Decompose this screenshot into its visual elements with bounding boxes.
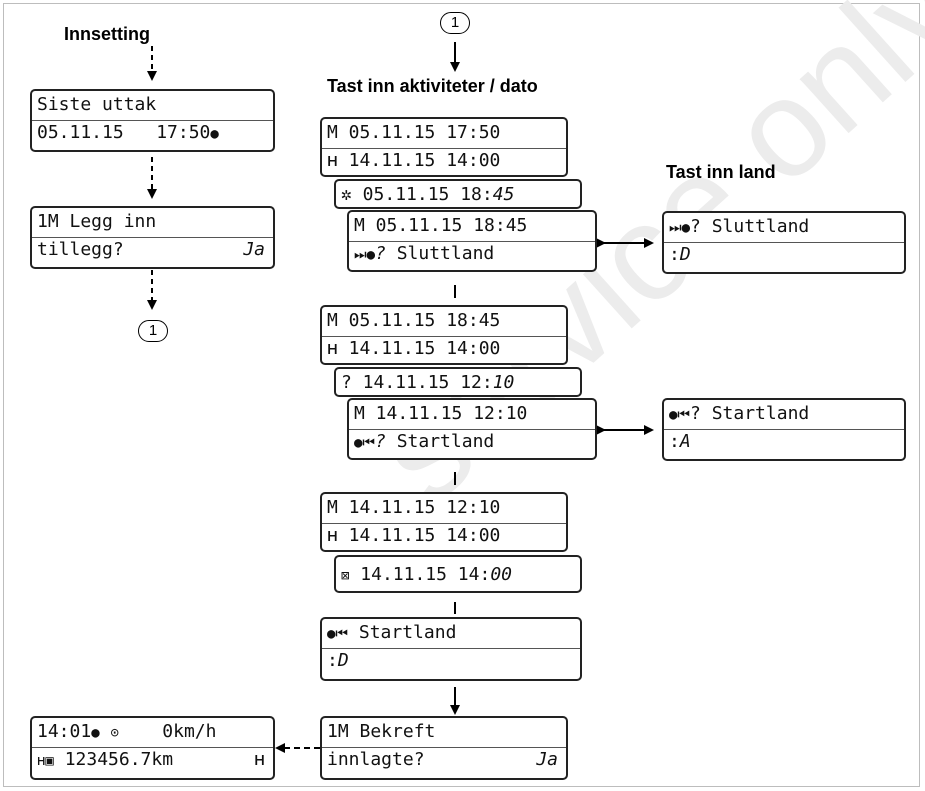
lcd-line: M 05.11.15 18:45 [327,310,501,331]
lcd-line: :D [669,244,691,265]
lcd-line: ? 14.11.15 12:10 [341,372,514,394]
lcd-line: M 14.11.15 12:10 [327,497,501,518]
rest-icon: ʜ [327,525,338,546]
lcd-text: 05.11.15 17:50 [37,122,211,143]
lcd-text: 14.11.15 14:00 [337,338,501,359]
lcd-time: 14:01 [37,721,92,742]
lcd-line: Siste uttak [37,94,157,115]
lcd-line: ʜ 14.11.15 14:00 [327,525,500,547]
lcd-line: ⏭●? Sluttland [669,216,809,239]
lcd-legg-inn-tillegg: 1M Legg inn tillegg? Ja [30,206,275,269]
lcd-answer: Ja [536,749,558,770]
lcd-line: ʜ▣ 123456.7km [37,749,173,772]
heading-tast-inn-land: Tast inn land [666,162,776,182]
dot-icon: ● [91,725,100,741]
lcd-italic: ? [375,243,386,264]
lcd-italic: 45 [492,184,515,205]
lcd-italic: D [337,650,349,671]
lcd-text: 14.11.15 14:00 [337,525,501,546]
lcd-text: 14.11.15 14: [349,564,491,585]
lcd-text: ? Sluttland [690,216,810,237]
lcd-line: 05.11.15 17:50● [37,122,219,145]
rest-icon: ʜ [327,338,338,359]
lcd-line: ⊠ 14.11.15 14:00 [341,564,512,587]
lcd-line: M 05.11.15 17:50 [327,122,501,143]
lcd-line: innlagte? [327,749,425,770]
lcd-line: ʜ 14.11.15 14:00 [327,150,500,172]
end-country-icon: ⏭● [669,220,691,236]
lcd-text: 05.11.15 18: [351,184,493,205]
lcd-startland-right: ●⏮? Startland :A [662,398,906,461]
rest-icon: ʜ [254,749,265,770]
lcd-italic: 10 [492,372,515,393]
lcd-line: ✲ 05.11.15 18:45 [341,184,514,206]
lcd-text: Startland [348,622,457,643]
lcd-line: M 05.11.15 18:45 [354,215,528,236]
lcd-italic: 00 [490,564,513,585]
lcd-group1-c: M 05.11.15 18:45 ⏭●? Sluttland [347,210,597,272]
lcd-text: 14.11.15 14:00 [337,150,501,171]
lcd-line: 14:01● ⊙ 0km/h [37,721,216,744]
lcd-italic: A [679,431,691,452]
asterisk-icon: ✲ [341,184,352,205]
lcd-bekreft: 1M Bekreft innlagte? Ja [320,716,568,780]
diagram-frame [3,3,920,787]
rest-icon: ʜ [327,150,338,171]
lcd-text: ? Startland [690,403,810,424]
lcd-standard-display: 14:01● ⊙ 0km/h ʜ▣ 123456.7km ʜ [30,716,275,780]
lcd-line: :A [669,431,691,452]
start-country-icon: ●⏮ [354,435,376,451]
start-country-icon: ●⏮ [669,407,691,423]
lcd-line: ●⏮? Startland [669,403,809,426]
lcd-group2-c: M 14.11.15 12:10 ●⏮? Startland [347,398,597,460]
lcd-line: M 14.11.15 12:10 [354,403,528,424]
lcd-line: ʜ 14.11.15 14:00 [327,338,500,360]
ref-circle-left: 1 [138,320,168,342]
lcd-text: Startland [385,431,495,452]
dot-icon: ● [210,126,219,142]
lcd-line: :D [327,650,349,671]
lcd-siste-uttak: Siste uttak 05.11.15 17:50● [30,89,275,152]
rest-card-icon: ʜ▣ [37,753,54,769]
lcd-startland-center: ●⏮ Startland :D [320,617,582,681]
lcd-answer: Ja [243,239,265,260]
lcd-line: 1M Bekreft [327,721,436,742]
lcd-line: 1M Legg inn [37,211,157,232]
heading-innsetting: Innsetting [64,24,150,44]
heading-aktiviteter: Tast inn aktiviteter / dato [327,76,538,96]
lcd-speed: 0km/h [162,721,217,742]
box-icon: ⊠ [341,568,350,584]
lcd-group2-a: M 05.11.15 18:45 ʜ 14.11.15 14:00 [320,305,568,365]
lcd-group2-b: ? 14.11.15 12:10 [334,367,582,397]
lcd-italic: ? [375,431,386,452]
end-country-icon: ⏭● [354,247,376,263]
lcd-odometer: 123456.7km [53,749,174,770]
start-country-icon: ●⏮ [327,626,349,642]
lcd-group1-a: M 05.11.15 17:50 ʜ 14.11.15 14:00 [320,117,568,177]
lcd-text: Sluttland [385,243,495,264]
lcd-sluttland: ⏭●? Sluttland :D [662,211,906,274]
lcd-group3-b: ⊠ 14.11.15 14:00 [334,555,582,593]
lcd-text: ? 14.11.15 12: [341,372,493,393]
lcd-line: ⏭●? Sluttland [354,243,494,266]
lcd-group3-a: M 14.11.15 12:10 ʜ 14.11.15 14:00 [320,492,568,552]
lcd-line: tillegg? [37,239,124,260]
lcd-group1-b: ✲ 05.11.15 18:45 [334,179,582,209]
lcd-italic: D [679,244,691,265]
lcd-line: ●⏮? Startland [354,431,494,454]
ref-circle-top: 1 [440,12,470,34]
clock-icon: ⊙ [110,725,119,741]
lcd-line: ●⏮ Startland [327,622,456,645]
